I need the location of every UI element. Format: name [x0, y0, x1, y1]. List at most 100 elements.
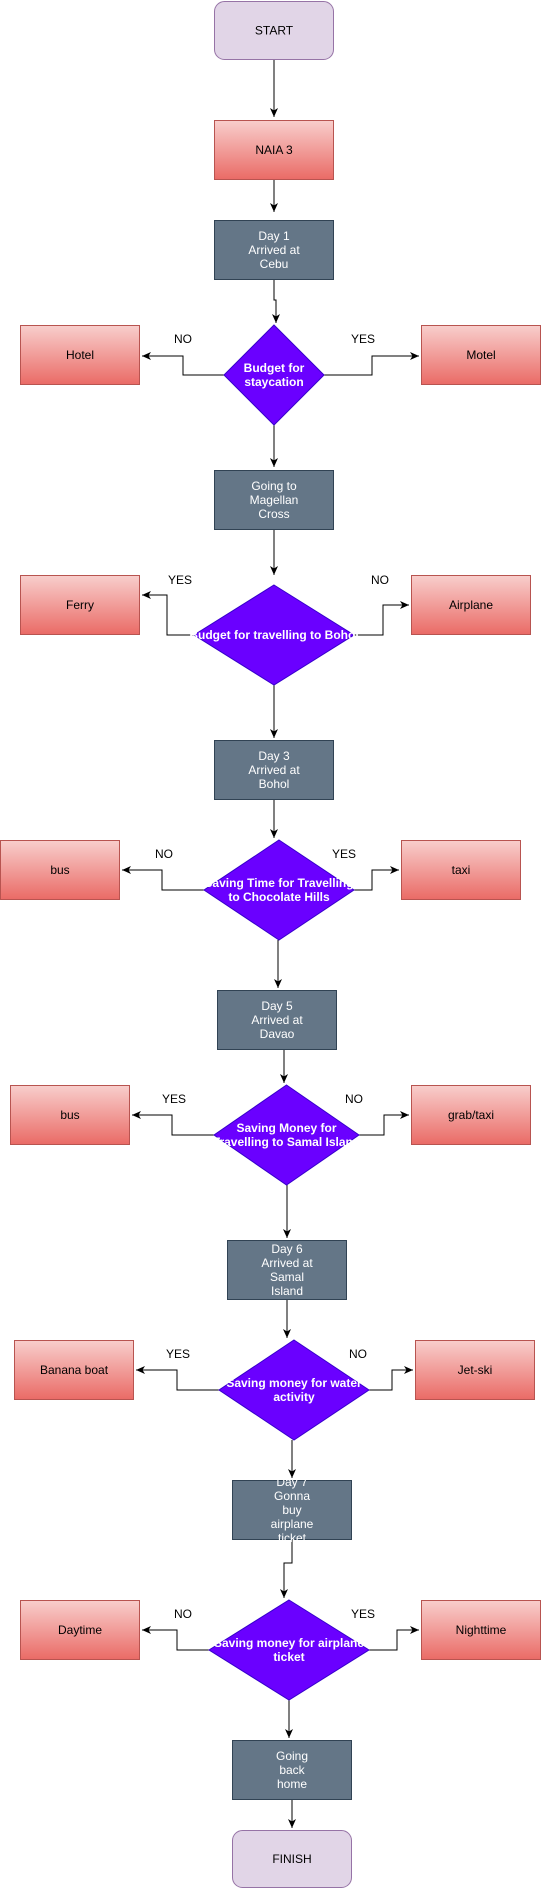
node-label: bus — [50, 863, 69, 877]
node-label: Daytime — [58, 1623, 102, 1637]
node-label: Davao — [260, 1027, 295, 1041]
e-ticket-daytime-arrow — [142, 1626, 209, 1651]
e-water-banana-arrow — [136, 1366, 219, 1391]
node-label: Island — [271, 1284, 303, 1298]
node-label: START — [255, 24, 294, 38]
edge-label-banana: YES — [166, 1347, 190, 1361]
node-label: to Chocolate Hills — [228, 890, 330, 904]
node-shape — [0, 840, 120, 900]
node-label: Saving Time for Travelling — [204, 876, 353, 890]
node-shape — [218, 1339, 370, 1441]
edge-label-motel: YES — [351, 332, 375, 346]
node-label: bus — [60, 1108, 79, 1122]
node-label: Going to — [251, 479, 297, 493]
node-nighttime[interactable]: Nighttime — [421, 1600, 541, 1660]
node-taxi[interactable]: taxi — [401, 840, 521, 900]
node-jetski[interactable]: Jet-ski — [415, 1340, 535, 1400]
e-stay-motel-arrow — [324, 352, 419, 376]
node-shape — [14, 1340, 134, 1400]
node-airplane[interactable]: Airplane — [411, 575, 531, 635]
node-shape — [415, 1340, 535, 1400]
edge-label-airplane: NO — [371, 573, 389, 587]
e-water-jetski-arrow — [369, 1366, 413, 1391]
node-shape — [20, 575, 140, 635]
node-label: staycation — [244, 375, 303, 389]
node-label: Day 3 — [258, 749, 290, 763]
e-bohol-ferry-arrow — [142, 591, 194, 636]
node-label: Arrived at — [248, 243, 300, 257]
e-ticket-nighttime-arrow — [369, 1626, 419, 1651]
node-label: Jet-ski — [458, 1363, 493, 1377]
node-label: ticket — [273, 1650, 304, 1664]
node-label: Arrived at — [261, 1256, 313, 1270]
node-shape — [20, 325, 140, 385]
e-bohol-airplane-arrow — [354, 601, 409, 636]
node-label: Budget for travelling to Bohol — [189, 628, 358, 642]
node-shape — [411, 575, 531, 635]
edge-label-hotel: NO — [174, 332, 192, 346]
node-bus1[interactable]: bus — [0, 840, 120, 900]
node-shape — [203, 839, 355, 941]
node-label: Travelling to Samal Island — [213, 1135, 360, 1149]
node-shape — [214, 220, 334, 280]
node-shape — [421, 1600, 541, 1660]
e-stay-hotel-arrow — [142, 352, 224, 376]
node-label: Ferry — [66, 598, 94, 612]
node-label: buy — [282, 1503, 301, 1517]
node-label: Motel — [466, 348, 495, 362]
node-label: Day 5 — [261, 999, 293, 1013]
node-start[interactable]: START — [214, 1, 334, 60]
node-label: Cross — [258, 507, 289, 521]
node-label: airplane — [271, 1517, 314, 1531]
e-samal-grab-arrow — [359, 1111, 409, 1136]
node-finish[interactable]: FINISH — [232, 1830, 352, 1888]
node-naia[interactable]: NAIA 3 — [214, 120, 334, 180]
e-day7-ticket-arrow — [280, 1540, 293, 1598]
node-banana[interactable]: Banana boat — [14, 1340, 134, 1400]
node-bohol-budget[interactable]: Budget for travelling to Bohol — [189, 584, 359, 686]
node-label: Going — [276, 1749, 308, 1763]
node-hotel[interactable]: Hotel — [20, 325, 140, 385]
flow-edges — [122, 60, 419, 1828]
node-daytime[interactable]: Daytime — [20, 1600, 140, 1660]
node-ferry[interactable]: Ferry — [20, 575, 140, 635]
node-shape — [421, 325, 541, 385]
edge-label-bus1: NO — [155, 847, 173, 861]
node-shape — [227, 1240, 347, 1300]
node-shape — [193, 584, 355, 686]
node-label: activity — [273, 1390, 315, 1404]
node-label: taxi — [452, 863, 471, 877]
node-shape — [232, 1740, 352, 1800]
edge-label-jetski: NO — [349, 1347, 367, 1361]
node-shape — [232, 1830, 352, 1888]
node-label: Bohol — [259, 777, 290, 791]
node-grab[interactable]: grab/taxi — [411, 1085, 531, 1145]
node-label: ticket — [278, 1531, 307, 1545]
node-shape — [208, 1599, 370, 1701]
node-label: back — [279, 1763, 305, 1777]
node-shape — [10, 1085, 130, 1145]
node-shape — [232, 1480, 352, 1540]
node-label: Magellan — [250, 493, 299, 507]
node-shape — [213, 1084, 360, 1186]
node-motel[interactable]: Motel — [421, 325, 541, 385]
e-day1-stay-arrow — [272, 280, 280, 323]
node-bus2[interactable]: bus — [10, 1085, 130, 1145]
node-shape — [214, 470, 334, 530]
node-label: Cebu — [260, 257, 289, 271]
node-label: NAIA 3 — [255, 143, 293, 157]
